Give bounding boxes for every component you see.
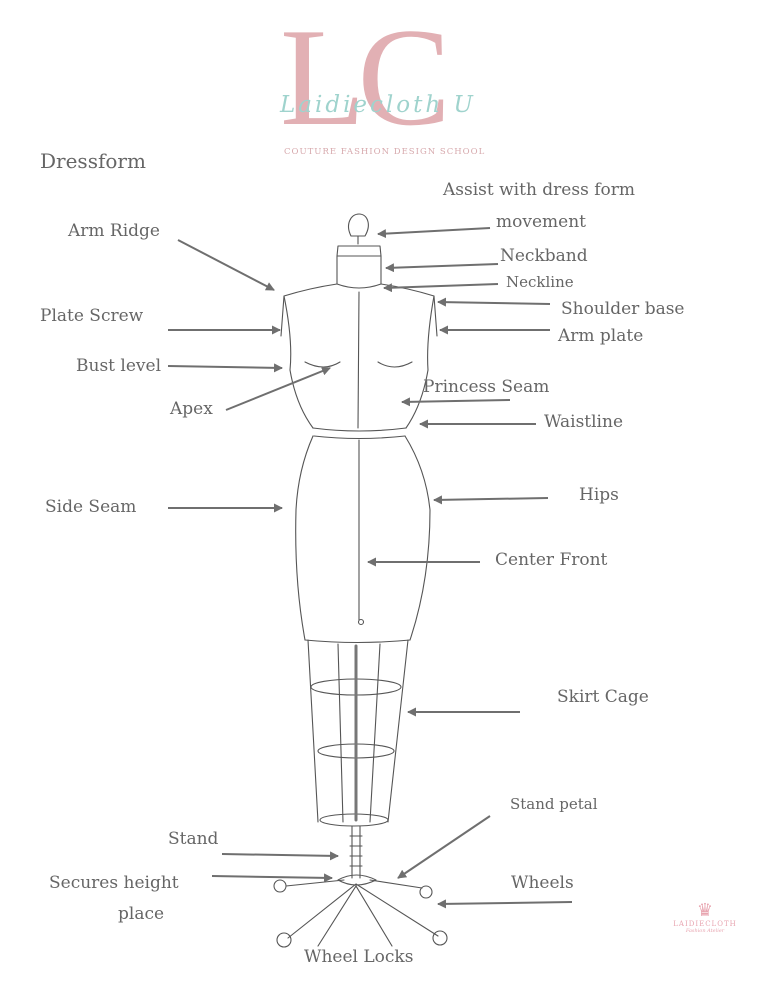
label-waistline: Waistline xyxy=(544,412,623,432)
label-center-front: Center Front xyxy=(495,550,607,570)
label-skirt-cage: Skirt Cage xyxy=(557,687,649,707)
badge-subtext: Fashion Atelier xyxy=(670,928,740,934)
label-arm-ridge: Arm Ridge xyxy=(68,221,160,241)
label-shoulder-base: Shoulder base xyxy=(561,299,685,319)
label-wheel-locks: Wheel Locks xyxy=(304,947,413,967)
brand-badge: ♛ LAIDIECLOTH Fashion Atelier xyxy=(670,902,740,934)
label-secures-line2: place xyxy=(118,904,164,924)
label-bust-level: Bust level xyxy=(76,356,161,376)
label-assist-line1: Assist with dress form xyxy=(443,180,635,200)
label-neckline: Neckline xyxy=(506,273,574,291)
dressform-sketch xyxy=(274,214,447,947)
label-assist-line2: movement xyxy=(496,212,586,232)
label-neckband: Neckband xyxy=(500,246,588,266)
badge-text: LAIDIECLOTH xyxy=(670,920,740,928)
label-wheels: Wheels xyxy=(511,873,574,893)
label-side-seam: Side Seam xyxy=(45,497,136,517)
label-apex: Apex xyxy=(170,399,213,419)
label-secures-line1: Secures height xyxy=(49,873,179,893)
crown-icon: ♛ xyxy=(670,902,740,920)
label-stand: Stand xyxy=(168,829,218,849)
label-hips: Hips xyxy=(579,485,619,505)
label-plate-screw: Plate Screw xyxy=(40,306,143,326)
label-princess-seam: Princess Seam xyxy=(423,377,549,397)
label-arm-plate: Arm plate xyxy=(558,326,643,346)
label-stand-petal: Stand petal xyxy=(510,795,598,813)
